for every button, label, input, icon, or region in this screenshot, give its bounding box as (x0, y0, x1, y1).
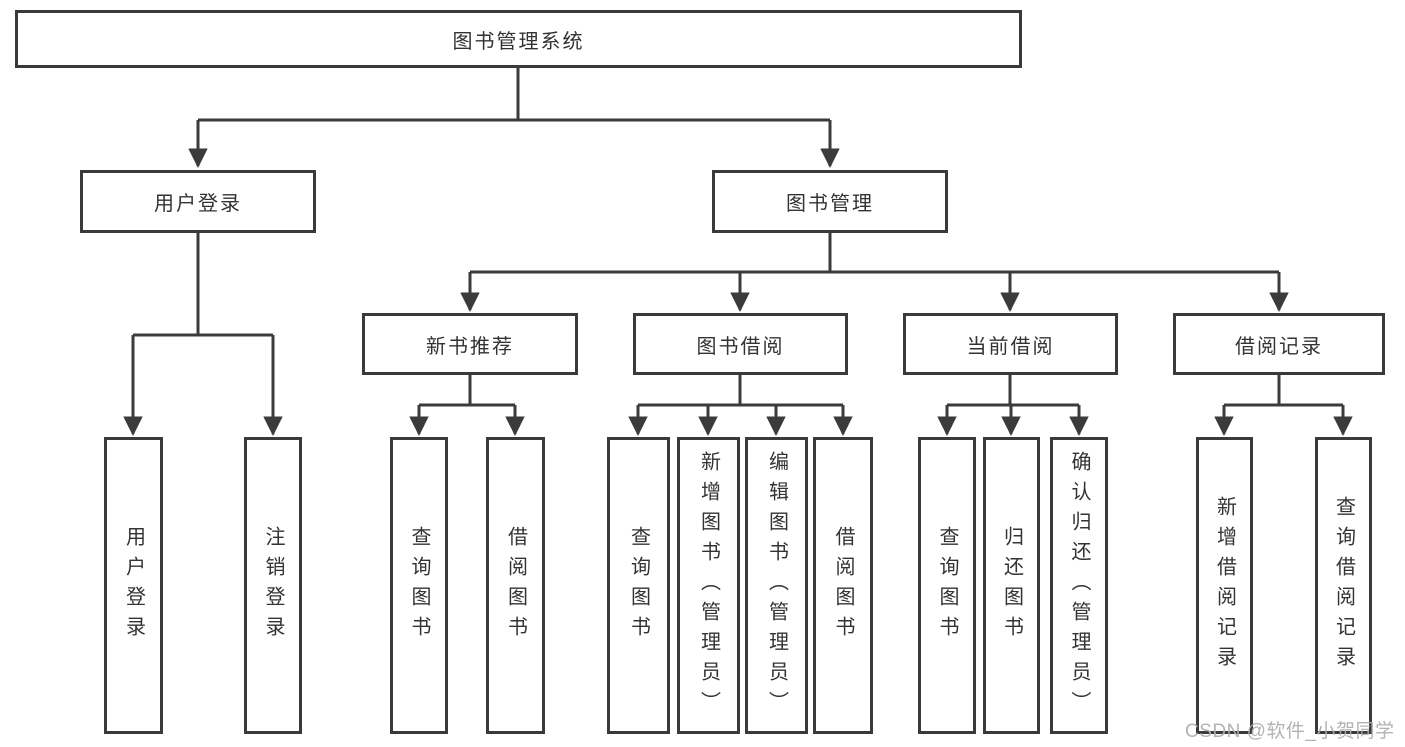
csdn-watermark: CSDN @软件_小贺同学 (1185, 721, 1395, 742)
node-book-management: 图书管理 (712, 170, 948, 233)
node-current-borrow: 当前借阅 (903, 313, 1118, 375)
leaf-newbook-borrow-books: 借阅图书 (486, 437, 545, 734)
node-user-login: 用户登录 (80, 170, 316, 233)
node-root-library-management-system: 图书管理系统 (15, 10, 1022, 68)
leaf-newbook-query-books: 查询图书 (390, 437, 448, 734)
leaf-borrow-query-books: 查询图书 (607, 437, 670, 734)
leaf-current-confirm-return-admin: 确认归还（管理员） (1050, 437, 1108, 734)
leaf-records-query-record: 查询借阅记录 (1315, 437, 1372, 734)
leaf-current-return-books: 归还图书 (983, 437, 1040, 734)
leaf-borrow-edit-books-admin: 编辑图书（管理员） (745, 437, 808, 734)
leaf-borrow-borrow-books: 借阅图书 (813, 437, 873, 734)
leaf-records-add-record: 新增借阅记录 (1196, 437, 1253, 734)
leaf-user-login: 用户登录 (104, 437, 163, 734)
leaf-current-query-books: 查询图书 (918, 437, 976, 734)
node-borrow-records: 借阅记录 (1173, 313, 1385, 375)
node-new-book-recommend: 新书推荐 (362, 313, 578, 375)
leaf-borrow-add-books-admin: 新增图书（管理员） (677, 437, 740, 734)
leaf-logout: 注销登录 (244, 437, 302, 734)
node-book-borrow: 图书借阅 (633, 313, 848, 375)
